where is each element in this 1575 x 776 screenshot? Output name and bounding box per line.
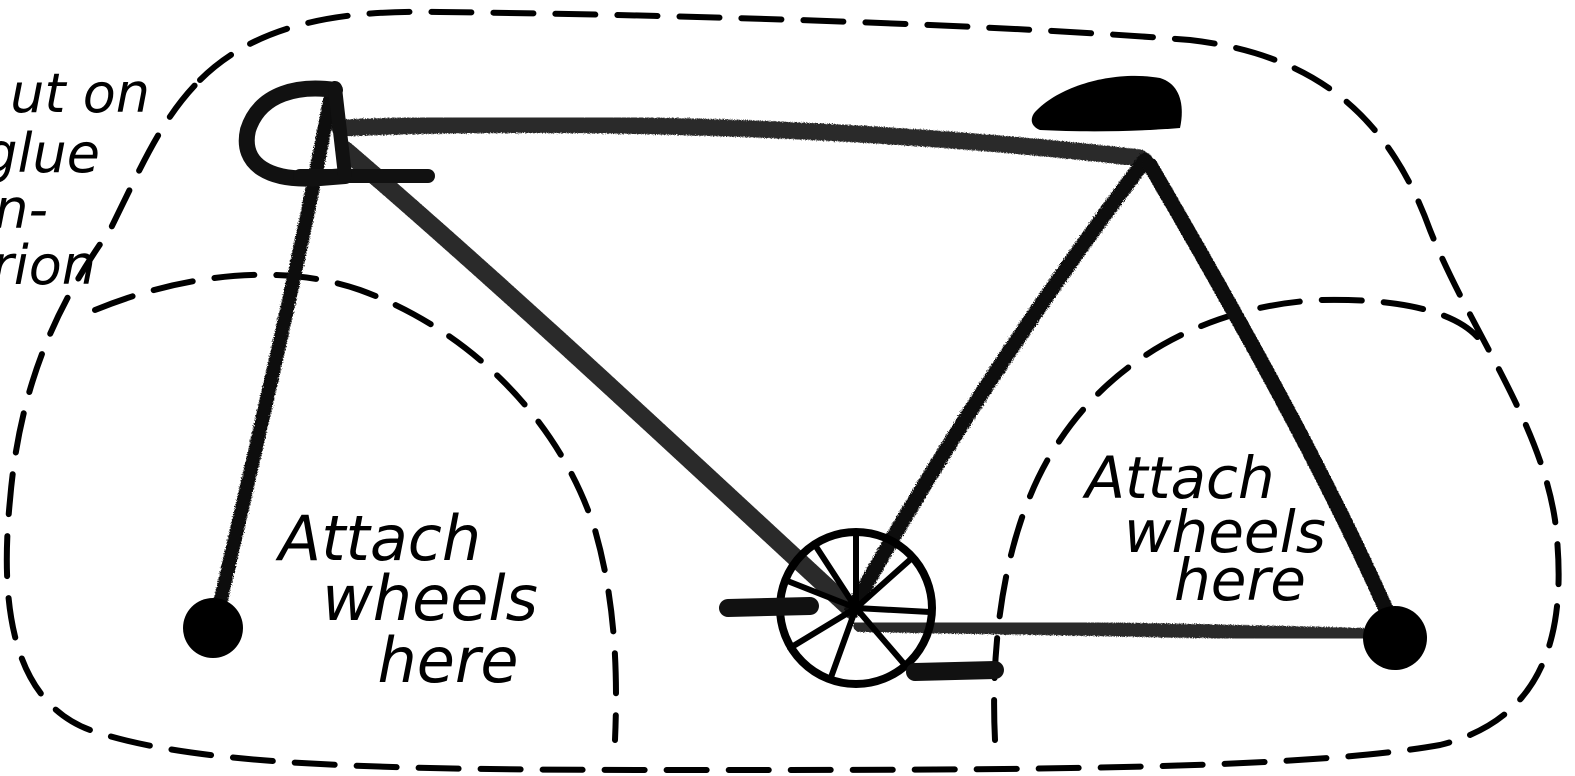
right-pedal [915,670,995,672]
left-note-line-4: rion [0,234,96,297]
saddle [1032,76,1182,131]
chain-stay [860,625,1395,636]
front-wheel-label-line-3: here [377,624,518,697]
front-dropout [183,598,243,658]
rear-wheel-label-line-3: here [1174,546,1306,614]
left-note-line-3: n- [0,178,48,241]
rear-dropout [1363,606,1427,670]
left-note-line-1: ut on [10,62,150,125]
front-wheel-zone-label: Attach wheels here [275,502,538,697]
top-tube [340,125,1140,158]
left-note: ut on glue n- rion [0,62,150,297]
left-pedal [728,606,810,608]
left-note-line-2: glue [0,122,100,185]
rear-wheel-zone-label: Attach wheels here [1081,444,1326,614]
